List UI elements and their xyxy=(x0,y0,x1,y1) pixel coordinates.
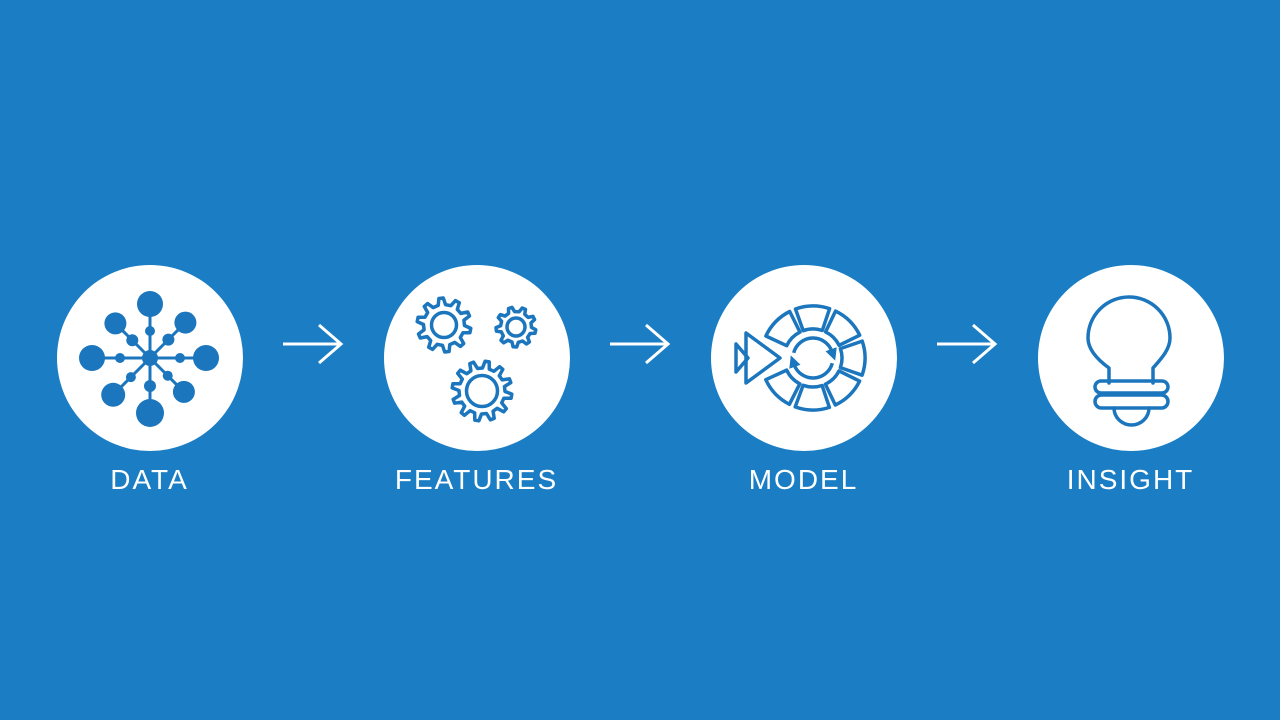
stage-model-label: MODEL xyxy=(748,464,859,495)
stage-data-label: DATA xyxy=(110,464,189,495)
model-segments-icon xyxy=(733,304,867,412)
lightbulb-icon xyxy=(1085,295,1172,427)
stage-insight-label: INSIGHT xyxy=(1066,464,1195,495)
arrow-right-icon xyxy=(283,323,344,365)
stage-data-circle xyxy=(56,265,243,451)
data-network-icon xyxy=(78,291,219,427)
stage-model: MODEL xyxy=(710,265,897,495)
arrow-right-icon xyxy=(610,323,671,365)
stage-insight-circle xyxy=(1037,265,1224,451)
stage-features-circle xyxy=(383,265,570,451)
pipeline-diagram: DATA FEATURES MODEL INSIGH xyxy=(0,265,1280,495)
stage-data: DATA xyxy=(56,265,243,495)
stage-model-circle xyxy=(710,265,897,451)
gears-icon xyxy=(414,296,538,423)
connector-arrow-3 xyxy=(897,322,1038,366)
stage-features-label: FEATURES xyxy=(394,464,559,495)
connector-arrow-2 xyxy=(570,322,711,366)
arrow-right-icon xyxy=(937,323,998,365)
stage-features: FEATURES xyxy=(383,265,570,495)
connector-arrow-1 xyxy=(243,322,384,366)
stage-insight: INSIGHT xyxy=(1037,265,1224,495)
